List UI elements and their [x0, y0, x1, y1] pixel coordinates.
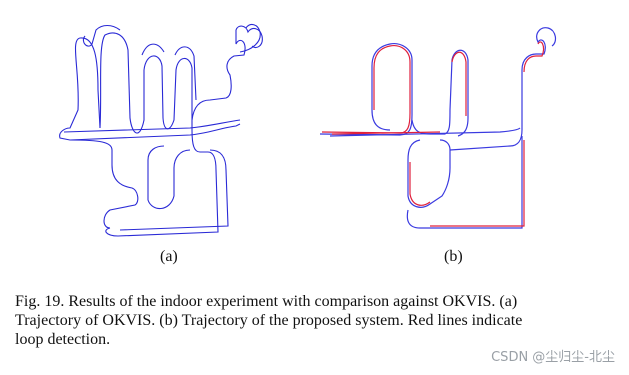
proposed-trajectory-svg	[319, 27, 557, 229]
caption-line-3: loop detection.	[15, 331, 111, 348]
okvis-trajectory-svg	[59, 23, 263, 237]
loop-detection-path	[430, 140, 525, 227]
panel-b-label: (b)	[444, 248, 463, 265]
trajectory-path	[63, 119, 241, 133]
trajectory-path	[449, 27, 557, 151]
trajectory-path	[411, 49, 469, 137]
trajectory-path	[99, 32, 193, 134]
trajectory-path	[329, 127, 521, 137]
okvis-trajectory-lines	[59, 23, 263, 237]
caption-line-1: Fig. 19. Results of the indoor experimen…	[15, 293, 518, 310]
loop-detection-path	[451, 51, 467, 116]
trajectory-path	[174, 46, 197, 101]
trajectory-path	[141, 43, 165, 56]
trajectory-path	[407, 139, 451, 208]
trajectory-path	[69, 123, 241, 141]
caption-line-2: Trajectory of OKVIS. (b) Trajectory of t…	[15, 312, 523, 329]
loop-detection-path	[331, 131, 441, 135]
trajectory-path	[105, 120, 219, 237]
trajectory-path	[319, 43, 413, 136]
trajectory-path	[239, 23, 261, 53]
trajectory-path	[59, 37, 139, 229]
trajectory-path	[191, 25, 263, 121]
loop-detection-path	[409, 162, 431, 206]
figure-caption: Fig. 19. Results of the indoor experimen…	[15, 292, 615, 349]
trajectory-plot-a	[40, 0, 300, 250]
watermark: CSDN @尘归尘-北尘	[491, 350, 615, 365]
loop-detection-path	[523, 41, 545, 73]
proposed-trajectory-lines	[319, 27, 557, 229]
trajectory-path	[82, 24, 121, 47]
loop-detection-path	[321, 45, 411, 134]
trajectory-path	[406, 136, 523, 229]
trajectory-path	[119, 149, 229, 231]
trajectory-plot-b	[300, 0, 600, 250]
panel-a-label: (a)	[160, 248, 178, 265]
trajectory-path	[147, 145, 191, 210]
